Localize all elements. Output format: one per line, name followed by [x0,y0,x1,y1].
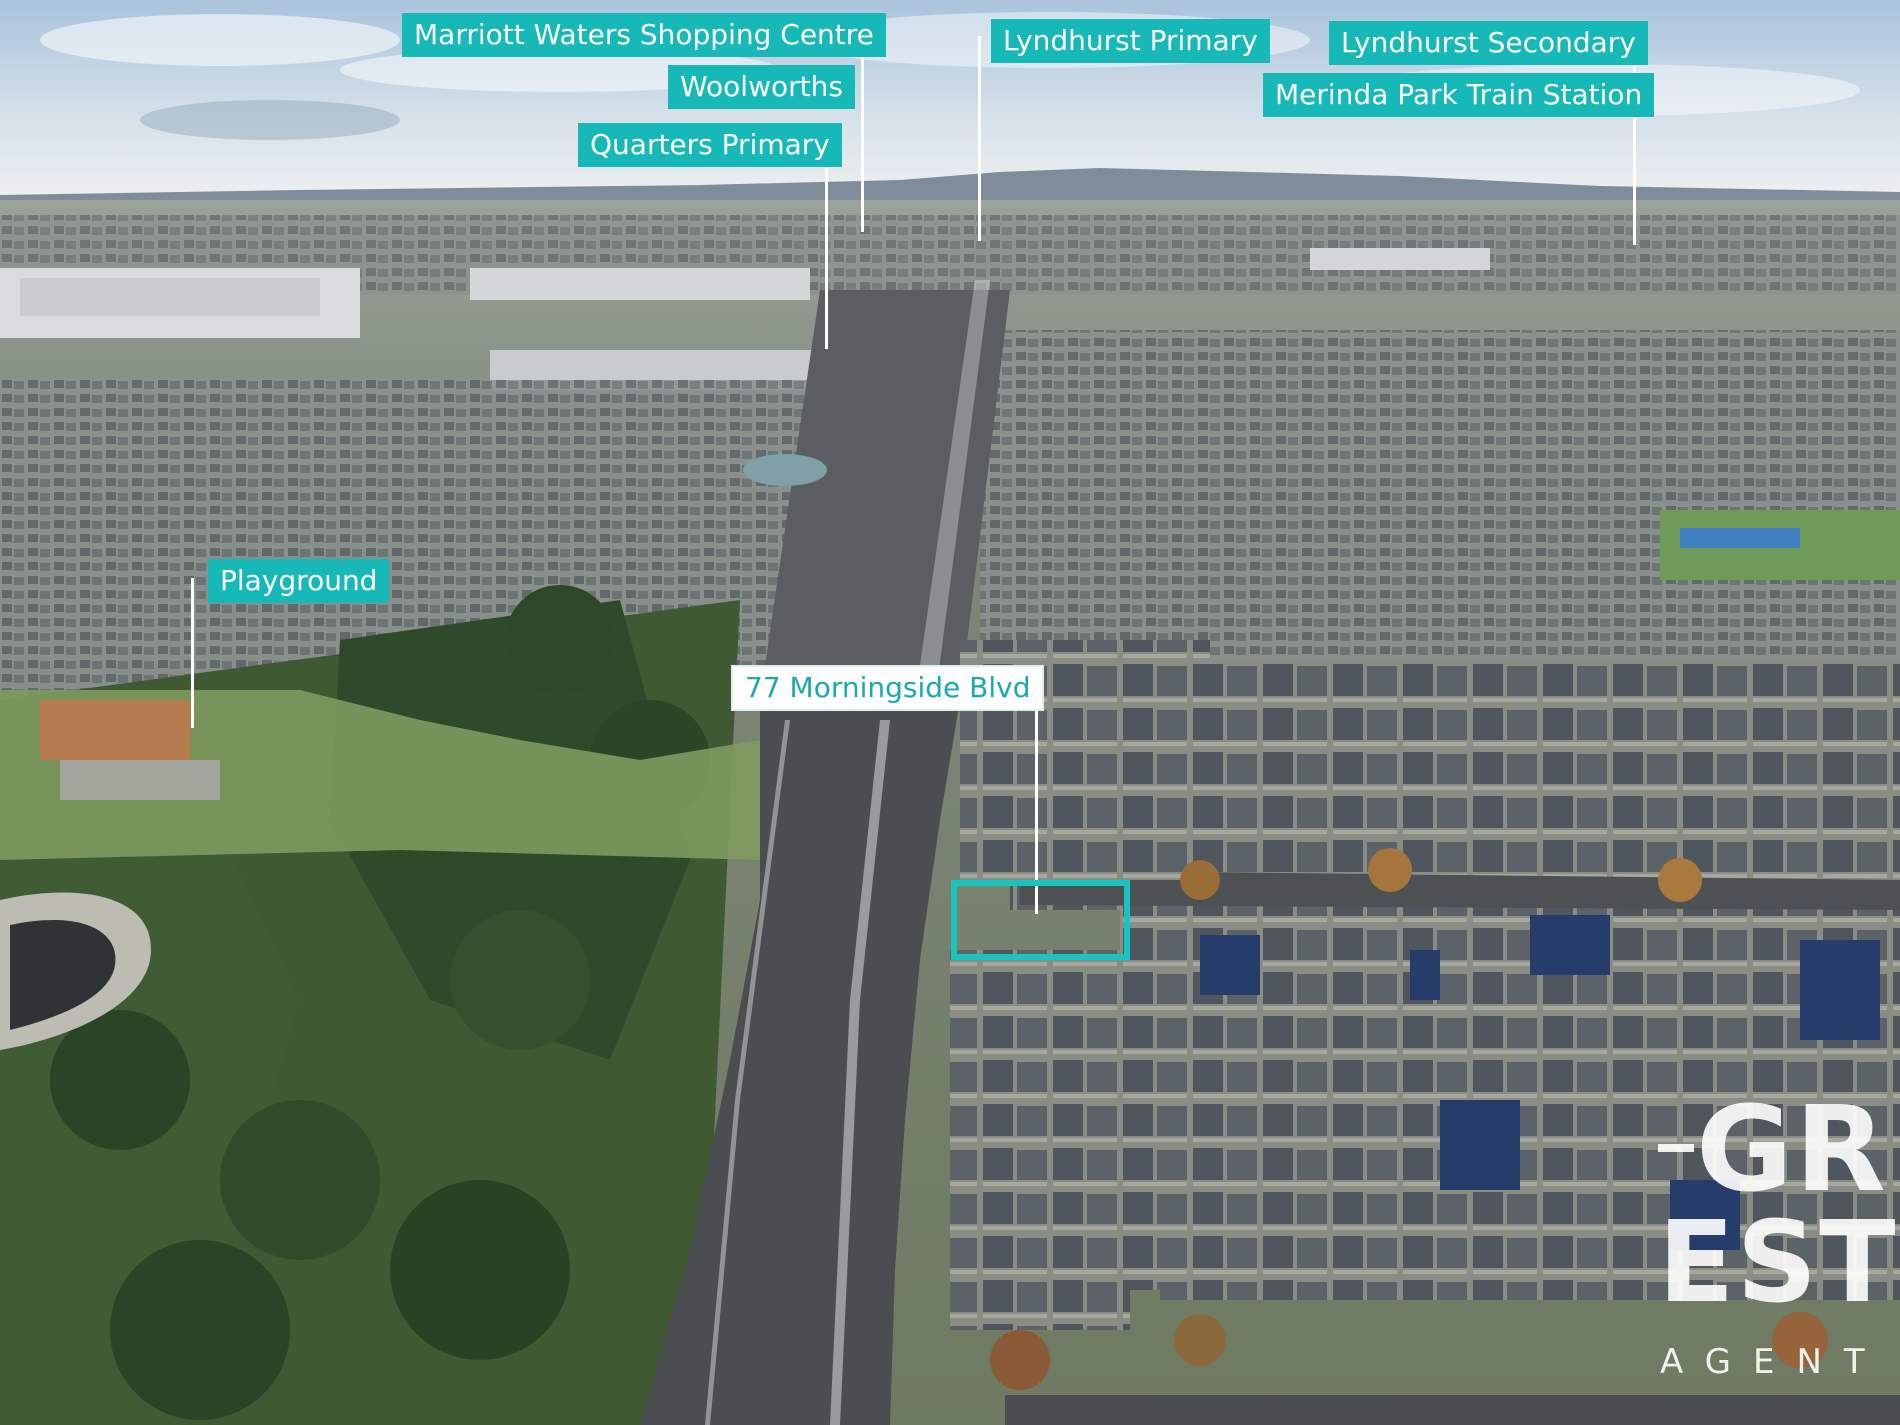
label-merinda-park-train-station: Merinda Park Train Station [1263,73,1655,117]
agency-logo: GR EST AGENT [1640,1080,1900,1390]
label-lyndhurst-primary: Lyndhurst Primary [991,19,1270,63]
logo-dash [1658,1144,1694,1152]
leader-line-playground [191,578,194,728]
label-property-address: 77 Morningside Blvd [731,665,1045,711]
label-playground: Playground [208,559,390,603]
leader-line-property [1035,686,1038,914]
label-marriott-waters-shopping-centre: Marriott Waters Shopping Centre [402,13,886,57]
label-quarters-primary: Quarters Primary [578,123,842,167]
leader-line-shopping-centre [861,36,864,232]
property-lot-outline [951,880,1130,960]
leader-line-lyndhurst-secondary [1633,40,1636,245]
leader-line-quarters-primary [825,165,828,349]
label-lyndhurst-secondary: Lyndhurst Secondary [1329,21,1648,65]
logo-line-3: AGENT [1660,1342,1887,1382]
leader-line-lyndhurst-primary [978,36,981,241]
label-woolworths: Woolworths [668,65,855,109]
logo-line-1: GR [1696,1080,1888,1218]
logo-line-2: EST [1658,1198,1898,1328]
